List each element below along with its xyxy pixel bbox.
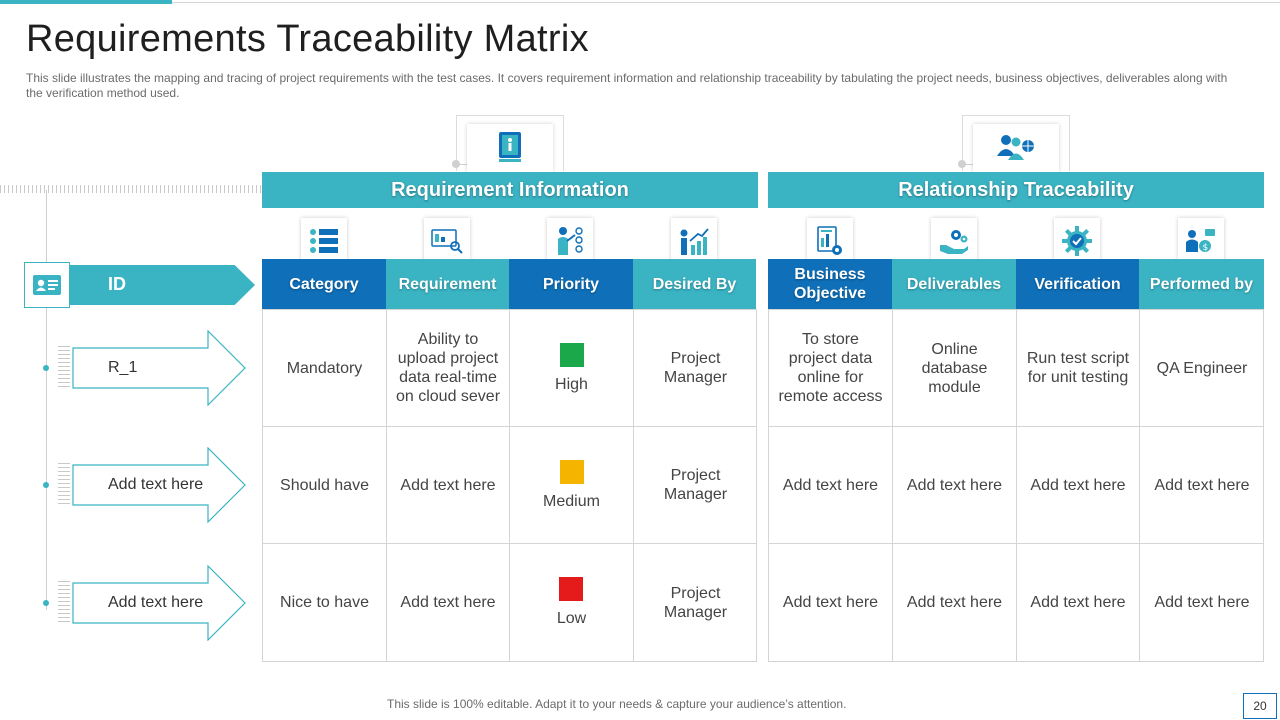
top-accent-bar — [0, 0, 172, 4]
table-cell: Add text here — [387, 427, 510, 544]
slide-footer-note: This slide is 100% editable. Adapt it to… — [387, 697, 847, 711]
decorative-hatch — [58, 346, 70, 390]
row-id-arrow: Add text here — [72, 447, 246, 523]
table-cell: Add text here — [1140, 427, 1264, 544]
slide-subtitle: This slide illustrates the mapping and t… — [26, 71, 1228, 100]
table-cell: QA Engineer — [1140, 310, 1264, 427]
table-cell: Medium — [510, 427, 634, 544]
decorative-hatch — [58, 463, 70, 507]
group-icon-frame — [962, 115, 1070, 171]
page-number: 20 — [1243, 693, 1277, 719]
report-gear-icon — [807, 218, 853, 264]
timeline-dot — [43, 600, 49, 606]
connector-dot — [452, 160, 460, 168]
timeline-dot — [43, 365, 49, 371]
svg-text:$: $ — [1203, 243, 1209, 253]
id-header-label: ID — [108, 274, 126, 294]
table-cell: Add text here — [893, 427, 1017, 544]
table-cell: Mandatory — [263, 310, 387, 427]
id-card-icon — [24, 262, 70, 308]
table-cell: To store project data online for remote … — [769, 310, 893, 427]
table-cell: Add text here — [1017, 544, 1140, 661]
info-book-icon — [467, 124, 553, 172]
table-cell: Low — [510, 544, 634, 661]
top-divider-line — [172, 2, 1280, 3]
decorative-hatch-line — [0, 185, 262, 193]
column-header-category: Category — [262, 259, 386, 309]
table-cell: Run test script for unit testing — [1017, 310, 1140, 427]
hand-gears-icon — [931, 218, 977, 264]
table-cell: Should have — [263, 427, 387, 544]
connector-line — [456, 164, 468, 165]
table-cell: Add text here — [1017, 427, 1140, 544]
priority-label: Medium — [543, 492, 600, 510]
table-cell: Add text here — [769, 427, 893, 544]
priority-label: High — [555, 375, 588, 393]
connector-line — [962, 164, 974, 165]
table-cell: Project Manager — [663, 584, 728, 621]
table-cell: Ability to upload project data real-time… — [387, 310, 510, 427]
dashboard-search-icon — [424, 218, 470, 264]
connector-dot — [958, 160, 966, 168]
table-cell: Add text here — [893, 544, 1017, 661]
priority-indicator — [559, 459, 584, 484]
row-id-arrow: Add text here — [72, 565, 246, 641]
timeline-line — [46, 190, 47, 610]
slide-title: Requirements Traceability Matrix — [26, 18, 589, 60]
table-cell: Add text here — [387, 544, 510, 661]
team-globe-icon — [973, 124, 1059, 172]
requirement-information-table: Mandatory Ability to upload project data… — [262, 309, 757, 662]
table-cell: Project Manager — [634, 427, 757, 544]
table-cell: Project Manager — [634, 310, 757, 427]
id-header-arrow — [70, 265, 255, 305]
table-cell: Add text here — [1154, 594, 1250, 611]
presenter-checklist-icon — [547, 218, 593, 264]
priority-indicator — [559, 342, 584, 367]
table-cell: High — [510, 310, 634, 427]
row-id-label: Add text here — [108, 476, 204, 493]
column-header-business-objective: Business Objective — [768, 259, 892, 309]
list-icon — [301, 218, 347, 264]
column-header-desired-by: Desired By — [633, 259, 756, 309]
column-header-deliverables: Deliverables — [892, 259, 1016, 309]
row-id-arrow: R_1 — [72, 330, 246, 406]
column-header-requirement: Requirement — [386, 259, 509, 309]
relationship-traceability-table: To store project data online for remote … — [768, 309, 1264, 662]
person-money-icon: $ — [1178, 218, 1224, 264]
row-id-label: R_1 — [108, 359, 138, 376]
gear-check-icon — [1054, 218, 1100, 264]
group-header-relationship-traceability: Relationship Traceability — [768, 172, 1264, 208]
table-cell: Online database module — [893, 310, 1017, 427]
table-cell: Add text here — [769, 544, 893, 661]
decorative-hatch — [58, 581, 70, 625]
priority-label: Low — [556, 610, 587, 627]
priority-indicator — [559, 577, 584, 601]
group-header-requirement-information: Requirement Information — [262, 172, 758, 208]
group-icon-frame — [456, 115, 564, 171]
column-header-priority: Priority — [509, 259, 633, 309]
timeline-dot — [43, 482, 49, 488]
column-header-performed-by: Performed by — [1139, 259, 1264, 309]
row-id-label: Add text here — [108, 594, 204, 611]
column-header-verification: Verification — [1016, 259, 1139, 309]
growth-chart-person-icon — [671, 218, 717, 264]
table-cell: Nice to have — [263, 544, 387, 661]
